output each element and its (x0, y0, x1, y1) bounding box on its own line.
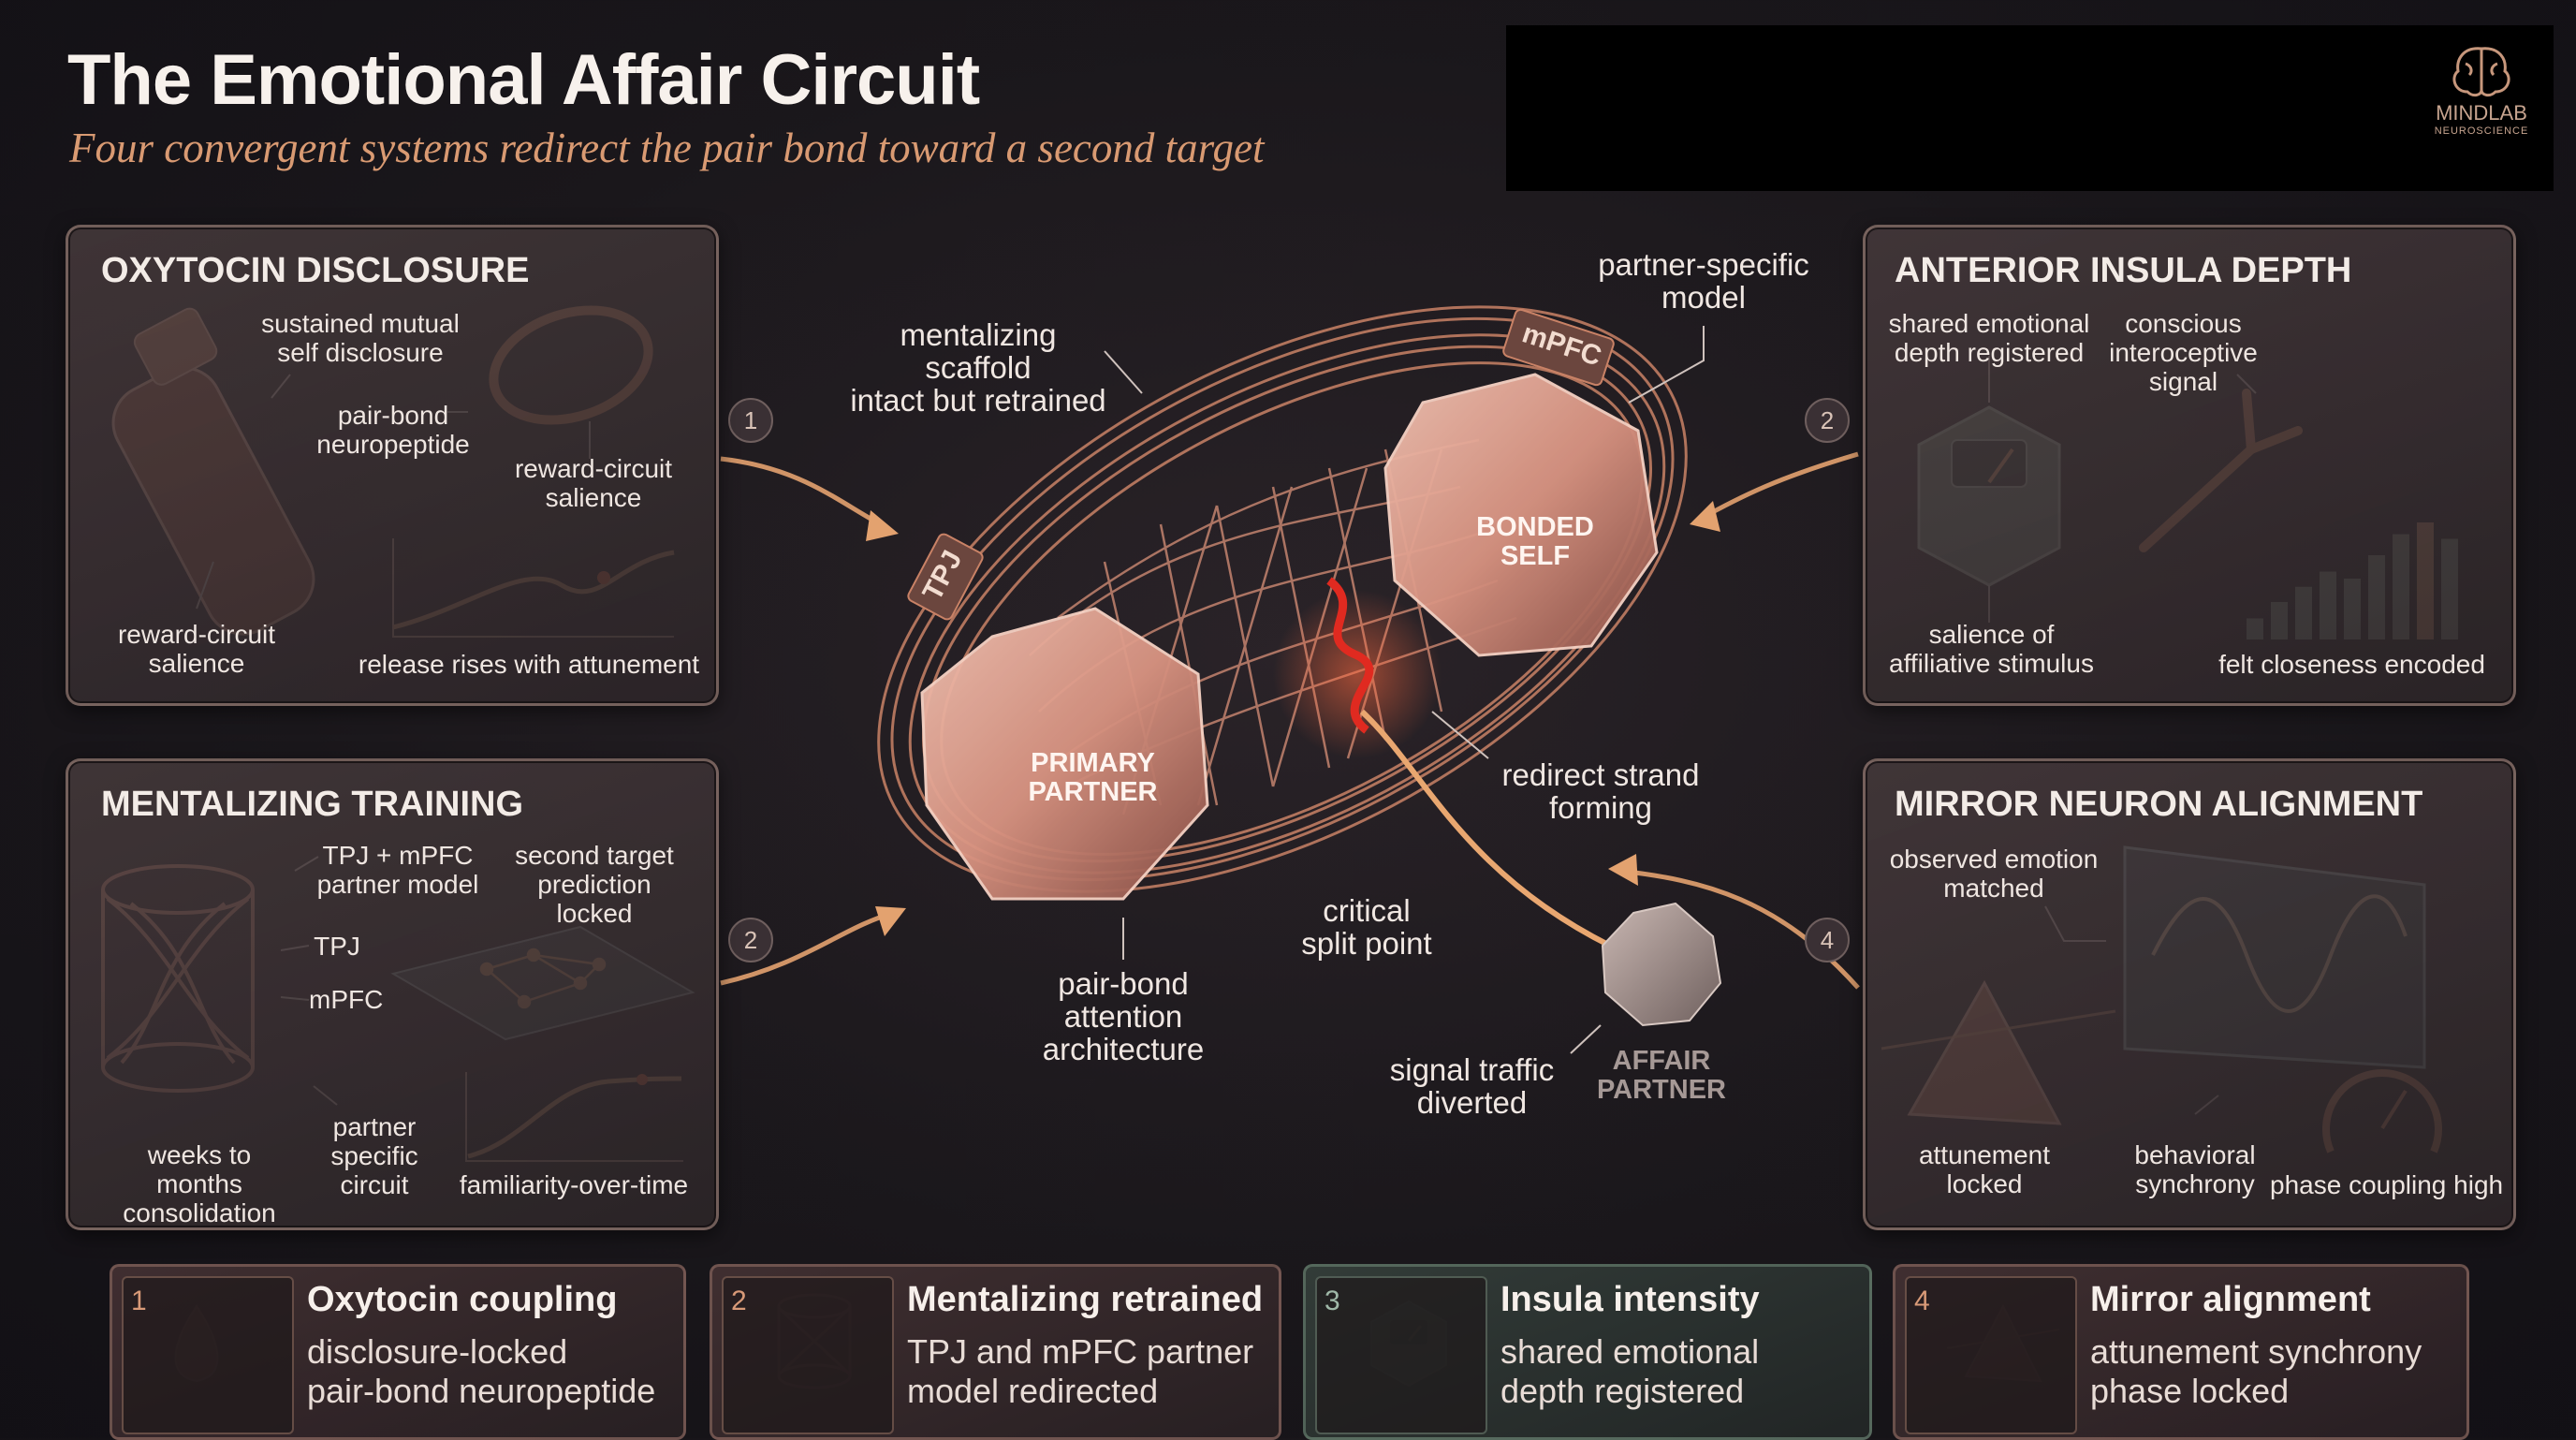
card-line: model redirected (907, 1372, 1159, 1410)
mentalizing-circuit-label: partner specific circuit (330, 1112, 418, 1199)
panel-mentalizing-title: MENTALIZING TRAINING (101, 785, 524, 824)
mirror-attunement-label: attunement locked (1918, 1140, 2051, 1198)
card-title: Mentalizing retrained (907, 1280, 1264, 1319)
panel-mirror (1863, 758, 2516, 1230)
oxytocin-neuropeptide-label: pair-bond neuropeptide (316, 401, 470, 459)
page-subtitle: Four convergent systems redirect the pai… (69, 125, 1265, 171)
summary-card-insula: 3 Insula intensity shared emotional dept… (1303, 1264, 1872, 1440)
summary-card-oxytocin: 1 Oxytocin coupling disclosure-locked pa… (110, 1264, 686, 1440)
primary-partner-crystal (920, 607, 1209, 901)
oxytocin-mutual-label: sustained mutual self disclosure (261, 309, 460, 367)
affair-partner-crystal (1601, 902, 1722, 1027)
diagram-leader-lines (1104, 326, 1705, 1054)
card-line: TPJ and mPFC partner (907, 1332, 1254, 1371)
mentalizing-tpj-label: TPJ (314, 932, 360, 961)
panel-insula (1863, 225, 2516, 706)
scaffold-label: mentalizing scaffold intact but retraine… (850, 317, 1106, 418)
split-point-label: critical split point (1301, 893, 1432, 961)
insula-salience-label: salience of affiliative stimulus (1889, 620, 2094, 678)
mentalizing-mpfc-label: mPFC (309, 985, 384, 1014)
card-thumb (1905, 1276, 2077, 1434)
card-line: disclosure-locked (307, 1332, 568, 1371)
oxytocin-salience-right-label: reward-circuit salience (514, 454, 673, 512)
mentalizing-prediction-label: second target prediction locked (515, 841, 674, 928)
mirror-observed-label: observed emotion matched (1889, 845, 2099, 903)
card-title: Mirror alignment (2090, 1280, 2371, 1319)
card-line: depth registered (1500, 1372, 1745, 1410)
partner-model-label: partner-specific model (1598, 247, 1809, 315)
oxytocin-salience-left-label: reward-circuit salience (117, 620, 276, 678)
insula-depth-label: shared emotional depth registered (1888, 309, 2090, 367)
panel-oxytocin-title: OXYTOCIN DISCLOSURE (101, 251, 530, 290)
logo-tagline: NEUROSCIENCE (2434, 125, 2529, 137)
card-title: Oxytocin coupling (307, 1280, 618, 1319)
mirror-synchrony-label: behavioral synchrony (2134, 1140, 2256, 1198)
flow-badge-1: 1 (728, 398, 773, 443)
card-number: 3 (1325, 1286, 1340, 1316)
panel-mentalizing (66, 758, 719, 1230)
panel-mirror-title: MIRROR NEURON ALIGNMENT (1895, 785, 2423, 824)
bonded-self-crystal (1383, 373, 1659, 657)
card-title: Insula intensity (1500, 1280, 1760, 1319)
insula-signal-label: conscious interoceptive signal (2109, 309, 2258, 396)
mentalizing-weeks-label: weeks to months consolidation (123, 1140, 276, 1227)
split-glow (1273, 590, 1442, 758)
page-title: The Emotional Affair Circuit (67, 40, 980, 120)
ring-tag-mpfc (1502, 308, 1615, 387)
card-line: shared emotional (1500, 1332, 1760, 1371)
card-line: attunement synchrony (2090, 1332, 2422, 1371)
diverted-label: signal traffic diverted (1389, 1052, 1555, 1120)
card-number: 4 (1914, 1286, 1930, 1316)
flow-badge-4: 4 (1805, 918, 1850, 962)
card-thumb (722, 1276, 894, 1434)
card-thumb (122, 1276, 294, 1434)
logo-brand: MINDLAB (2436, 101, 2527, 125)
primary-partner-label: PRIMARY PARTNER (1028, 748, 1158, 807)
redirect-label: redirect strand forming (1501, 757, 1700, 825)
flow-badge-2-left: 2 (728, 918, 773, 962)
mentalizing-familiarity-label: familiarity-over-time (459, 1170, 689, 1199)
logo: MINDLAB NEUROSCIENCE (2430, 43, 2533, 137)
split-strand (1326, 577, 1374, 734)
summary-card-mentalizing: 2 Mentalizing retrained TPJ and mPFC par… (710, 1264, 1281, 1440)
brain-icon (2452, 47, 2510, 97)
ring-tag-tpj (907, 533, 984, 621)
mirror-phase-label: phase coupling high (2270, 1170, 2504, 1199)
panel-insula-title: ANTERIOR INSULA DEPTH (1895, 251, 2352, 290)
architecture-label: pair-bond attention architecture (1042, 966, 1205, 1066)
card-number: 1 (131, 1286, 147, 1316)
redaction-box (1506, 25, 2554, 191)
flow-badge-2-right: 2 (1805, 398, 1850, 443)
card-number: 2 (731, 1286, 747, 1316)
card-line: phase locked (2090, 1372, 2290, 1410)
bonded-self-label: BONDED SELF (1476, 512, 1594, 571)
affair-partner-label: AFFAIR PARTNER (1596, 1046, 1727, 1105)
card-thumb (1315, 1276, 1487, 1434)
summary-card-mirror: 4 Mirror alignment attunement synchrony … (1893, 1264, 2469, 1440)
oxytocin-release-label: release rises with attunement (358, 650, 700, 679)
arrow-heads (866, 501, 1720, 936)
mentalizing-model-label: TPJ + mPFC partner model (316, 841, 479, 899)
panel-oxytocin (66, 225, 719, 706)
redirect-strand (1359, 709, 1612, 948)
insula-closeness-label: felt closeness encoded (2218, 650, 2485, 679)
card-line: pair-bond neuropeptide (307, 1372, 656, 1410)
